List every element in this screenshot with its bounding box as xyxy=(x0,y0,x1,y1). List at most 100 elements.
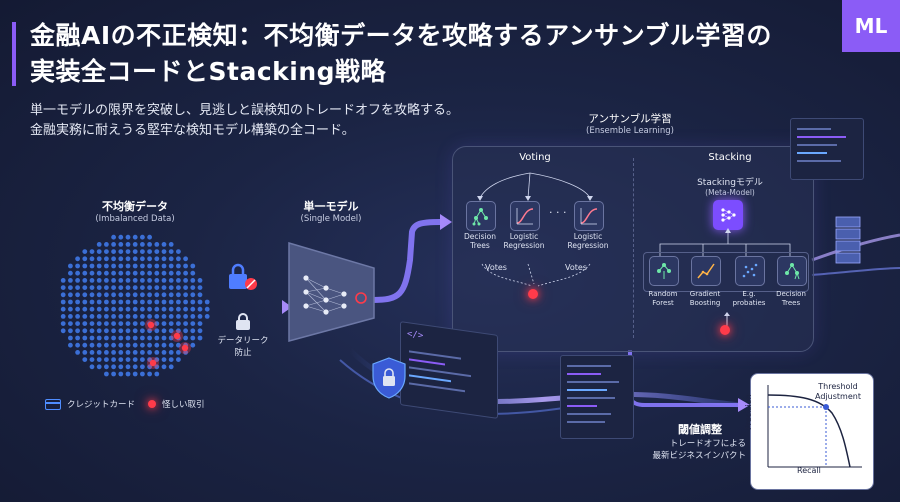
base-model-2-label: Gradient Boosting xyxy=(689,290,721,307)
title-line-1: 金融AIの不正検知：不均衡データを攻略するアンサンブル学習の xyxy=(30,21,772,50)
data-dot xyxy=(89,342,95,348)
data-dot xyxy=(154,328,160,334)
data-dot xyxy=(168,270,174,276)
data-dot xyxy=(168,342,174,348)
data-dot xyxy=(168,335,174,341)
data-dot xyxy=(82,256,88,262)
data-dot xyxy=(132,249,138,254)
subtitle-line-2: 金融実務に耐えうる堅牢な検知モデル構築の全コード。 xyxy=(30,123,355,138)
data-dot xyxy=(176,292,181,298)
data-dot xyxy=(75,321,80,326)
data-dot xyxy=(68,278,73,283)
data-dot xyxy=(104,321,109,326)
shield-lock-icon xyxy=(372,357,406,399)
data-dot xyxy=(140,278,145,283)
ensemble-heading: アンサンブル学習 (Ensemble Learning) xyxy=(560,111,700,136)
data-dot xyxy=(60,314,66,319)
data-dot xyxy=(89,285,95,290)
data-dot xyxy=(147,256,152,262)
data-dot xyxy=(176,350,181,355)
data-dot xyxy=(140,321,145,326)
data-dot xyxy=(125,249,131,254)
data-dot xyxy=(118,263,124,269)
data-dot xyxy=(104,242,109,247)
data-dot xyxy=(68,292,73,298)
data-dot xyxy=(75,314,80,319)
data-dot xyxy=(190,328,196,334)
data-dot xyxy=(96,314,102,319)
data-dot xyxy=(96,256,102,262)
data-dot xyxy=(161,249,167,254)
data-dot xyxy=(154,364,160,370)
data-dot xyxy=(140,249,145,254)
stacking-output-arrow xyxy=(724,312,730,326)
data-dot xyxy=(161,263,167,269)
voting-output-dot xyxy=(528,289,538,299)
data-dot xyxy=(140,242,145,247)
data-dot xyxy=(75,263,80,269)
data-dot xyxy=(147,234,152,240)
data-dot xyxy=(75,278,80,283)
data-dot xyxy=(96,306,102,312)
data-dot xyxy=(60,306,66,312)
fraud-dot xyxy=(181,344,189,352)
data-dot xyxy=(197,285,203,290)
data-dot xyxy=(82,314,88,319)
data-dot xyxy=(75,328,80,334)
data-dot xyxy=(89,256,95,262)
fraud-dot xyxy=(149,359,157,367)
data-dot xyxy=(75,350,80,355)
data-dot xyxy=(111,364,116,370)
data-dot xyxy=(140,263,145,269)
fraud-dot xyxy=(147,321,155,329)
data-dot xyxy=(118,335,124,341)
data-dot xyxy=(96,249,102,254)
probabilities-icon xyxy=(735,256,765,286)
data-dot xyxy=(118,306,124,312)
data-dot xyxy=(161,350,167,355)
data-dot xyxy=(104,292,109,298)
data-dot xyxy=(132,364,138,370)
data-dot xyxy=(82,285,88,290)
data-dot xyxy=(154,314,160,319)
data-dot xyxy=(197,292,203,298)
data-dot xyxy=(176,263,181,269)
data-dot xyxy=(132,342,138,348)
data-dot xyxy=(89,263,95,269)
data-dot xyxy=(161,335,167,341)
decision-tree-icon xyxy=(466,201,496,231)
data-dot xyxy=(118,364,124,370)
data-dot xyxy=(111,263,116,269)
data-dot xyxy=(140,357,145,362)
data-dot xyxy=(132,335,138,341)
data-dot xyxy=(68,335,73,341)
data-dot xyxy=(154,306,160,312)
data-dot xyxy=(168,314,174,319)
data-dot xyxy=(147,242,152,247)
imbalanced-dot-grid xyxy=(60,234,210,377)
data-dot xyxy=(89,278,95,283)
data-dot xyxy=(147,314,152,319)
data-dot xyxy=(104,263,109,269)
data-dot xyxy=(168,242,174,247)
data-dot xyxy=(147,249,152,254)
data-dot xyxy=(168,278,174,283)
data-dot xyxy=(68,263,73,269)
data-dot xyxy=(161,321,167,326)
data-dot xyxy=(197,299,203,305)
data-dot xyxy=(190,306,196,312)
data-dot xyxy=(190,285,196,290)
data-dot xyxy=(125,314,131,319)
data-dot xyxy=(82,278,88,283)
data-dot xyxy=(104,328,109,334)
leak-prevention-label: データリーク 防止 xyxy=(205,334,281,358)
data-dot xyxy=(132,314,138,319)
meta-model-heading: Stackingモデル (Meta-Model) xyxy=(670,175,790,197)
data-dot xyxy=(68,328,73,334)
meta-model-icon xyxy=(713,200,743,230)
data-dot xyxy=(183,285,189,290)
data-dot xyxy=(176,270,181,276)
data-dot xyxy=(183,256,189,262)
data-dot xyxy=(89,328,95,334)
code-lines-right xyxy=(567,365,619,423)
